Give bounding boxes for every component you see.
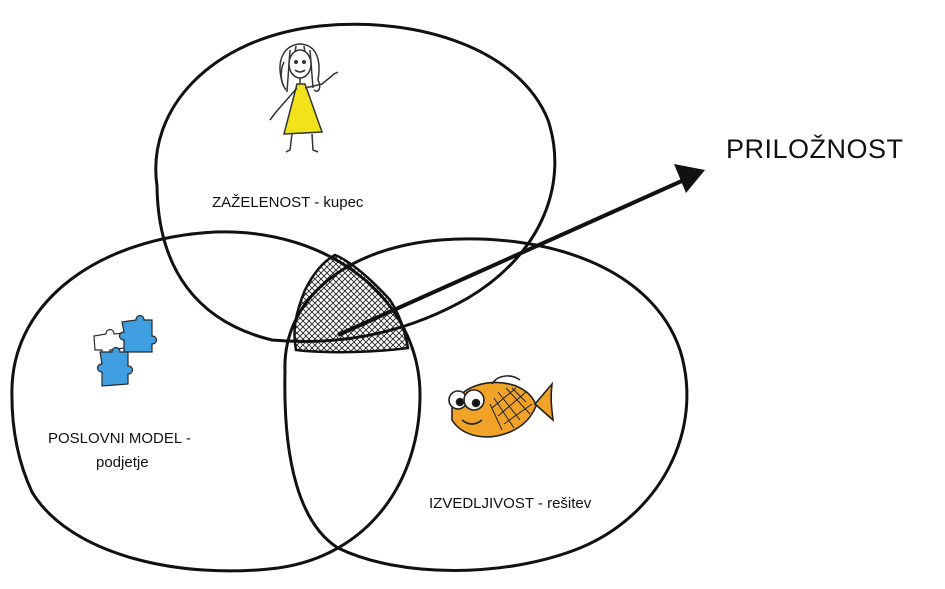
business-model-circle	[10, 230, 422, 573]
opportunity-arrow	[337, 176, 692, 337]
feasibility-circle	[283, 237, 689, 572]
desirability-label: ZAŽELENOST - kupec	[212, 194, 364, 211]
intersection-region	[293, 253, 410, 354]
puzzle-pieces-icon	[93, 314, 158, 387]
business-model-sublabel: podjetje	[96, 454, 149, 471]
opportunity-label: PRILOŽNOST	[726, 133, 904, 164]
arrow-head	[674, 164, 705, 193]
feasibility-label: IZVEDLJIVOST - rešitev	[429, 495, 592, 512]
girl-figure-icon	[269, 43, 339, 153]
business-model-label: POSLOVNI MODEL -	[48, 430, 191, 447]
fish-icon	[448, 375, 555, 438]
desirability-circle	[154, 22, 557, 343]
